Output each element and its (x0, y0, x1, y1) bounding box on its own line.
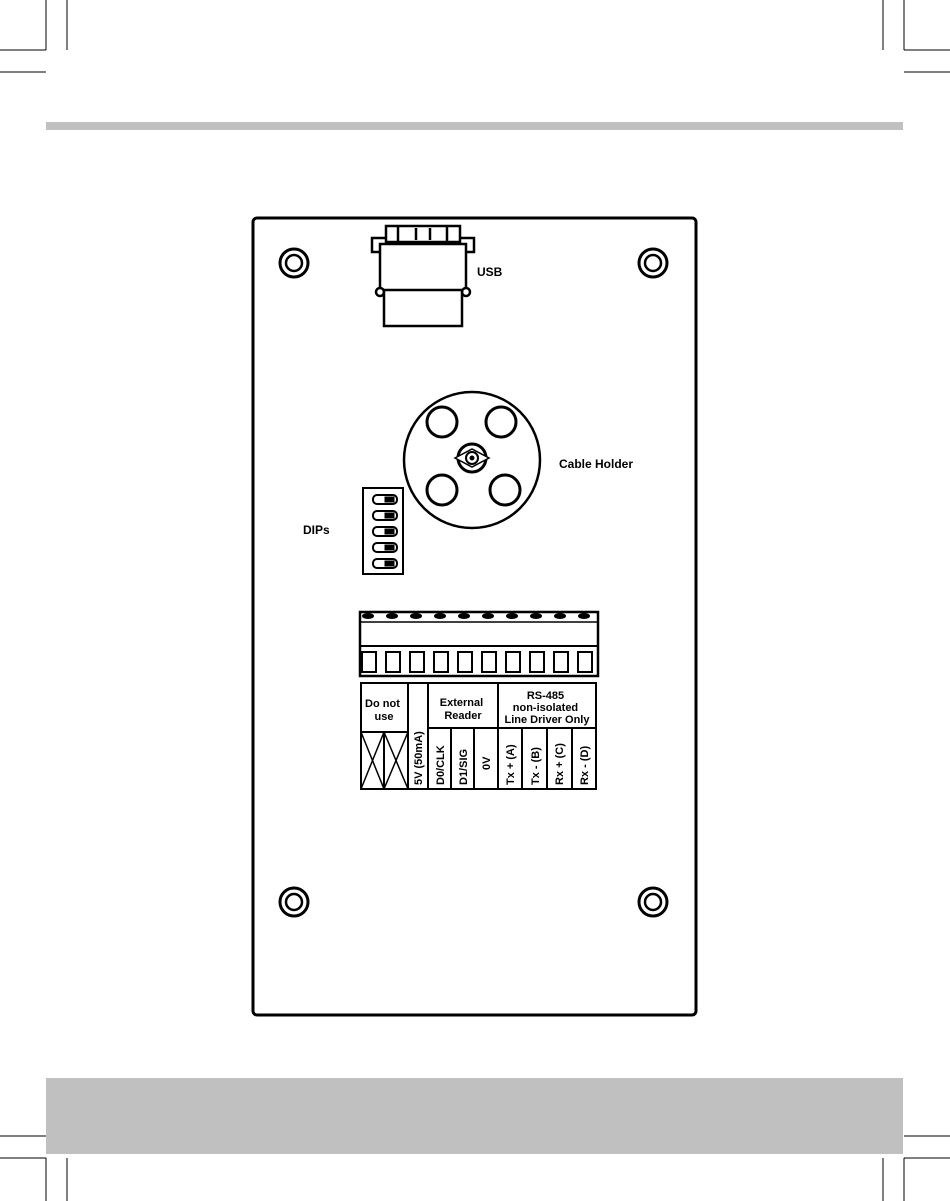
footer-band (46, 1078, 903, 1154)
pin-label-tx-plus: Tx + (A) (505, 744, 517, 785)
mounting-hole (639, 888, 667, 916)
pin-label-d1-sig: D1/SIG (458, 749, 470, 785)
dip-switch-block (363, 488, 403, 574)
header-line: Reader (444, 710, 482, 722)
dip-switch (373, 543, 397, 552)
usb-connector (372, 226, 474, 326)
pin-label-rx-plus: Rx + (C) (554, 743, 566, 785)
usb-label: USB (477, 265, 503, 279)
pin-label-d0-clk: D0/CLK (435, 745, 447, 785)
terminal-block (360, 612, 598, 676)
cable-holder (404, 392, 540, 528)
dip-switch (373, 527, 397, 536)
dips-label: DIPs (303, 523, 330, 537)
header-line: Line Driver Only (505, 714, 591, 726)
dip-switch (373, 559, 397, 568)
mounting-hole (639, 249, 667, 277)
pin-label-tx-minus: Tx - (B) (530, 747, 542, 785)
mounting-hole (280, 888, 308, 916)
header-line: Do not (365, 698, 400, 710)
header-line: External (440, 697, 483, 709)
dip-switch (373, 511, 397, 520)
header-line: non-isolated (513, 702, 578, 714)
mounting-hole (280, 249, 308, 277)
header-external-reader: External Reader (440, 697, 486, 722)
dip-switch (373, 495, 397, 504)
header-band (46, 122, 903, 130)
pin-label-5v: 5V (50mA) (413, 731, 425, 785)
header-line: RS-485 (527, 690, 564, 702)
cable-holder-label: Cable Holder (559, 457, 633, 471)
pin-label-rx-minus: Rx - (D) (579, 746, 591, 785)
header-line: use (375, 711, 394, 723)
pin-label-0v: 0V (481, 756, 493, 770)
